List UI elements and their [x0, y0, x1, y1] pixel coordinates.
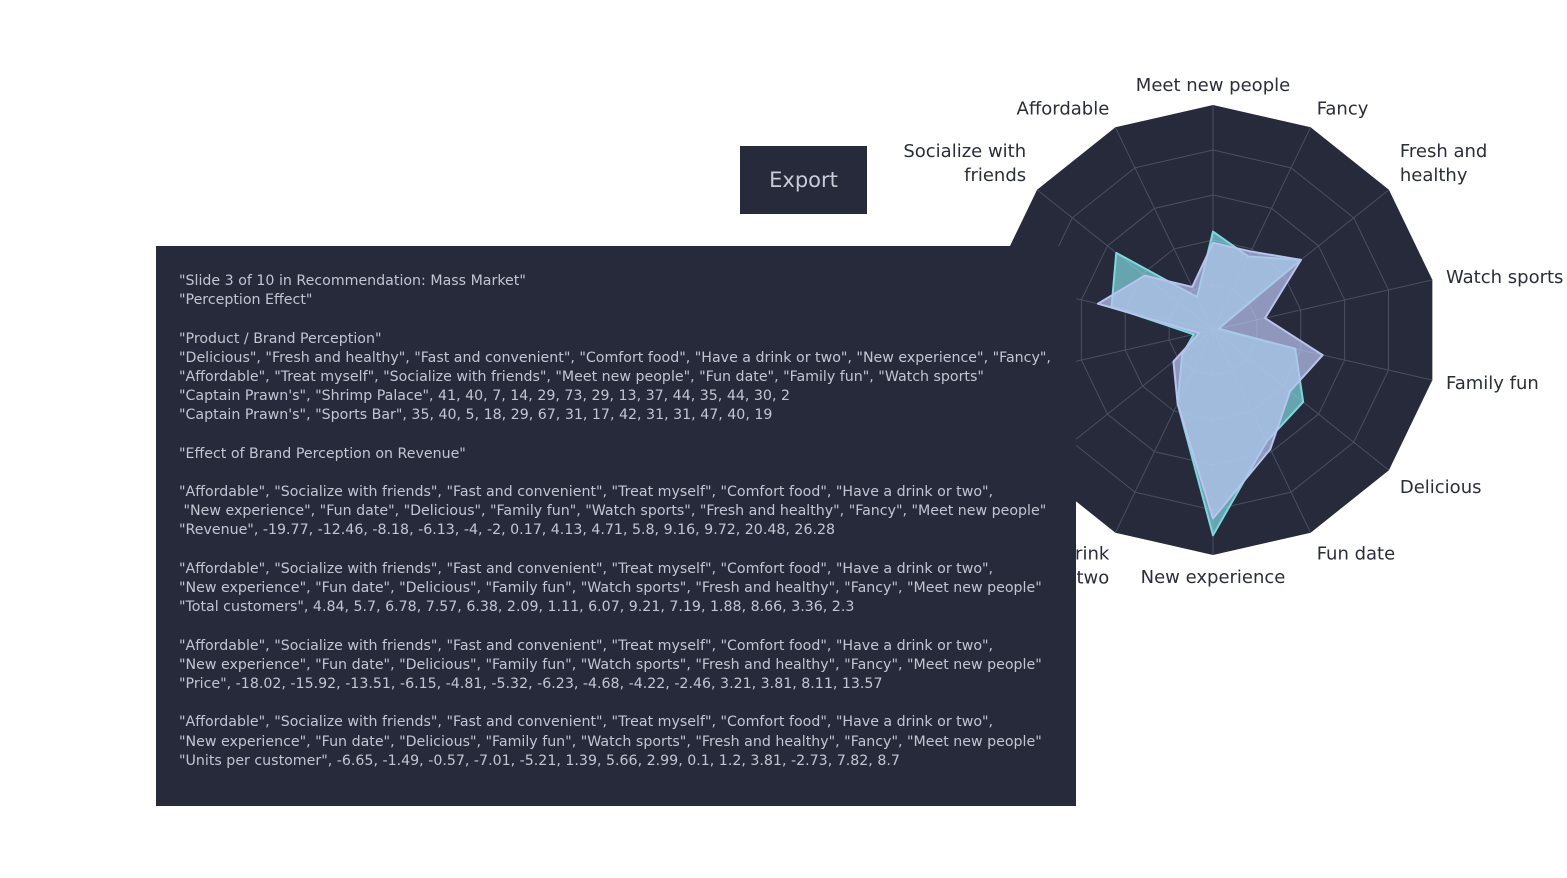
export-text-line: "Effect of Brand Perception on Revenue" — [179, 445, 466, 462]
export-text-line — [179, 541, 1066, 560]
export-button[interactable]: Export — [740, 146, 867, 214]
export-text-line — [179, 426, 1066, 445]
export-text-line: "New experience", "Fun date", "Delicious… — [179, 733, 1042, 750]
export-text-line: "Affordable", "Treat myself", "Socialize… — [179, 368, 984, 385]
export-text-line: "Total customers", 4.84, 5.7, 6.78, 7.57… — [179, 599, 855, 616]
export-text-line: "Captain Prawn's", "Shrimp Palace", 41, … — [179, 388, 790, 405]
radar-axis-label: Meet new people — [1136, 75, 1290, 96]
export-text-line — [179, 464, 1066, 483]
export-text-line: "New experience", "Fun date", "Delicious… — [179, 503, 1047, 520]
radar-axis-label: Watch sports — [1446, 267, 1563, 288]
export-text-panel: "Slide 3 of 10 in Recommendation: Mass M… — [156, 246, 1076, 806]
radar-axis-label: Fancy — [1317, 99, 1369, 120]
radar-axis-label: Delicious — [1400, 477, 1482, 498]
radar-series-2 — [1096, 241, 1324, 520]
radar-axis-label: Fun date — [1317, 543, 1396, 564]
export-text-line: "Affordable", "Socialize with friends", … — [179, 714, 994, 731]
export-text-line: "Price", -18.02, -15.92, -13.51, -6.15, … — [179, 675, 883, 692]
export-text-line: "Slide 3 of 10 in Recommendation: Mass M… — [179, 273, 526, 289]
export-text-line: "Revenue", -19.77, -12.46, -8.18, -6.13,… — [179, 522, 836, 539]
radar-axis-label: New experience — [1141, 567, 1286, 588]
export-text-line: "New experience", "Fun date", "Delicious… — [179, 656, 1042, 673]
radar-axis-label: Affordable — [1017, 99, 1110, 120]
export-text-line: "Units per customer", -6.65, -1.49, -0.5… — [179, 752, 900, 769]
export-text-line — [179, 694, 1066, 713]
export-text-line: "Product / Brand Perception" — [179, 330, 382, 347]
export-text-line: "Perception Effect" — [179, 292, 313, 309]
export-text-line: "Delicious", "Fresh and healthy", "Fast … — [179, 349, 1051, 366]
export-text-line: "Affordable", "Socialize with friends", … — [179, 637, 994, 654]
radar-axis-label: Family fun — [1446, 373, 1539, 394]
export-text-line: "New experience", "Fun date", "Delicious… — [179, 580, 1042, 596]
radar-series-group — [1096, 230, 1324, 537]
export-text-line: "Captain Prawn's", "Sports Bar", 35, 40,… — [179, 407, 773, 424]
export-text-line: "Affordable", "Socialize with friends", … — [179, 484, 994, 501]
export-text-line — [179, 617, 1066, 636]
export-text-line: "Affordable", "Socialize with friends", … — [179, 560, 994, 577]
export-text-line — [179, 310, 1066, 329]
